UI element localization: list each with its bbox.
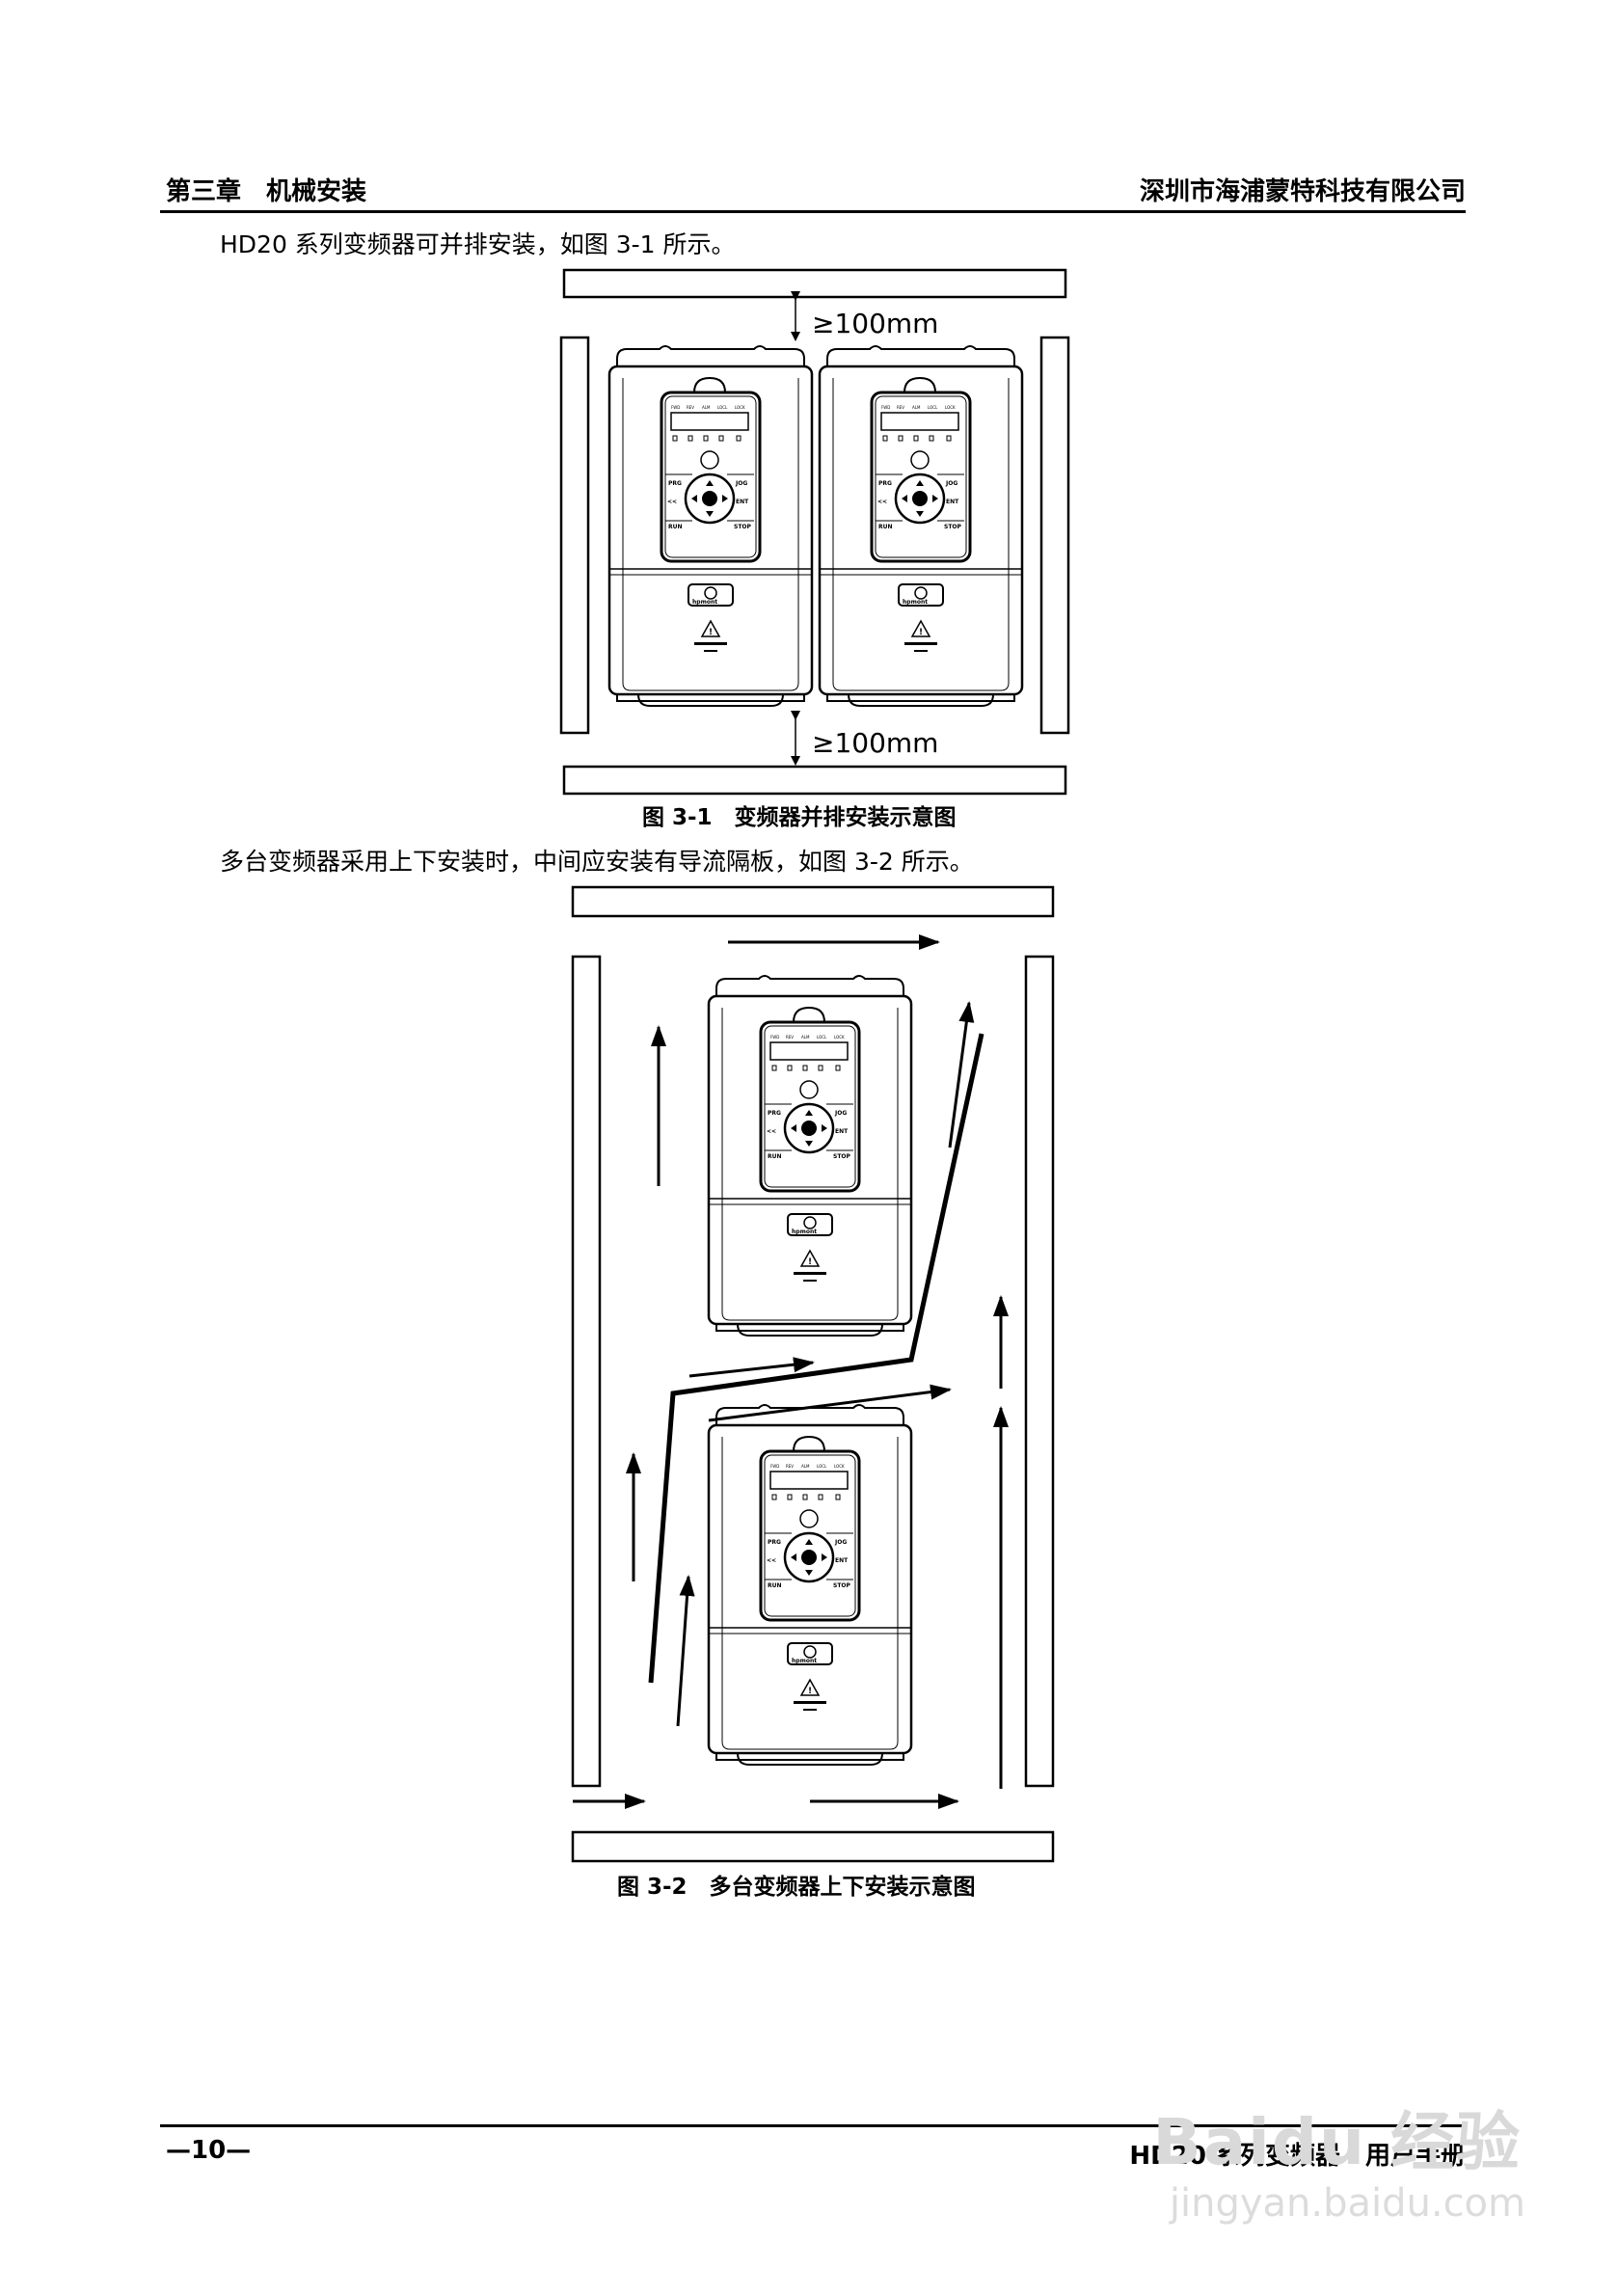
chapter-title: 第三章 机械安装 [166,177,367,206]
footer-rule [160,2124,1466,2127]
watermark-logo: Baidu 经验 [1152,2105,1522,2179]
watermark-url: jingyan.baidu.com [1169,2181,1525,2226]
clearance-bottom-label: ≥100mm [812,727,938,759]
figure-3-1-caption: 图 3-1 变频器并排安装示意图 [642,805,957,830]
header-rule [160,210,1466,213]
company-name: 深圳市海浦蒙特科技有限公司 [1139,177,1466,206]
figure-3-2 [571,885,1055,1863]
paragraph-side-by-side: HD20 系列变频器可并排安装，如图 3-1 所示。 [220,230,736,258]
manual-title: HD20 系列变频器 用户手册 [1129,2142,1466,2171]
figure-3-1 [559,268,1070,796]
paragraph-stacked: 多台变频器采用上下安装时，中间应安装有导流隔板，如图 3-2 所示。 [220,848,974,876]
clearance-top-label: ≥100mm [812,308,938,339]
page-number: —10— [166,2136,252,2165]
figure-3-2-caption: 图 3-2 多台变频器上下安装示意图 [617,1875,976,1900]
